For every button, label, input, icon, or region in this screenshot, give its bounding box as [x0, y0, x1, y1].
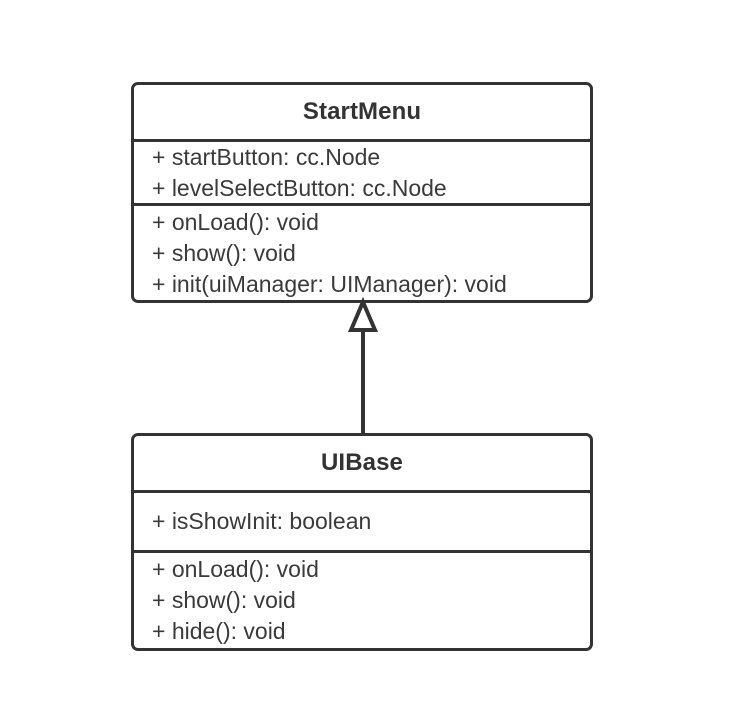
- class-box-uibase[interactable]: UIBase + isShowInit: boolean + onLoad():…: [131, 433, 593, 651]
- method-row: + hide(): void: [152, 618, 286, 644]
- class-title-startmenu: StartMenu: [134, 85, 590, 142]
- method-row: + onLoad(): void: [152, 208, 319, 235]
- method-row: + show(): void: [152, 587, 296, 613]
- hollow-triangle-arrowhead-icon: [347, 296, 379, 332]
- attribute-row: + startButton: cc.Node: [152, 143, 381, 170]
- class-attributes-startmenu: + startButton: cc.Node + levelSelectButt…: [134, 142, 590, 206]
- method-row: + show(): void: [152, 239, 296, 266]
- class-methods-startmenu: + onLoad(): void + show(): void + init(u…: [134, 206, 590, 300]
- method-row: + onLoad(): void: [152, 556, 319, 582]
- attribute-row: + isShowInit: boolean: [152, 508, 372, 534]
- method-row: + init(uiManager: UIManager): void: [152, 270, 507, 297]
- class-title-uibase: UIBase: [134, 436, 590, 493]
- class-attributes-uibase: + isShowInit: boolean: [134, 493, 590, 553]
- inheritance-arrow-uibase-to-startmenu: [347, 296, 379, 433]
- class-box-startmenu[interactable]: StartMenu + startButton: cc.Node + level…: [131, 82, 593, 303]
- attribute-row: + levelSelectButton: cc.Node: [152, 174, 447, 201]
- class-methods-uibase: + onLoad(): void + show(): void + hide()…: [134, 553, 590, 648]
